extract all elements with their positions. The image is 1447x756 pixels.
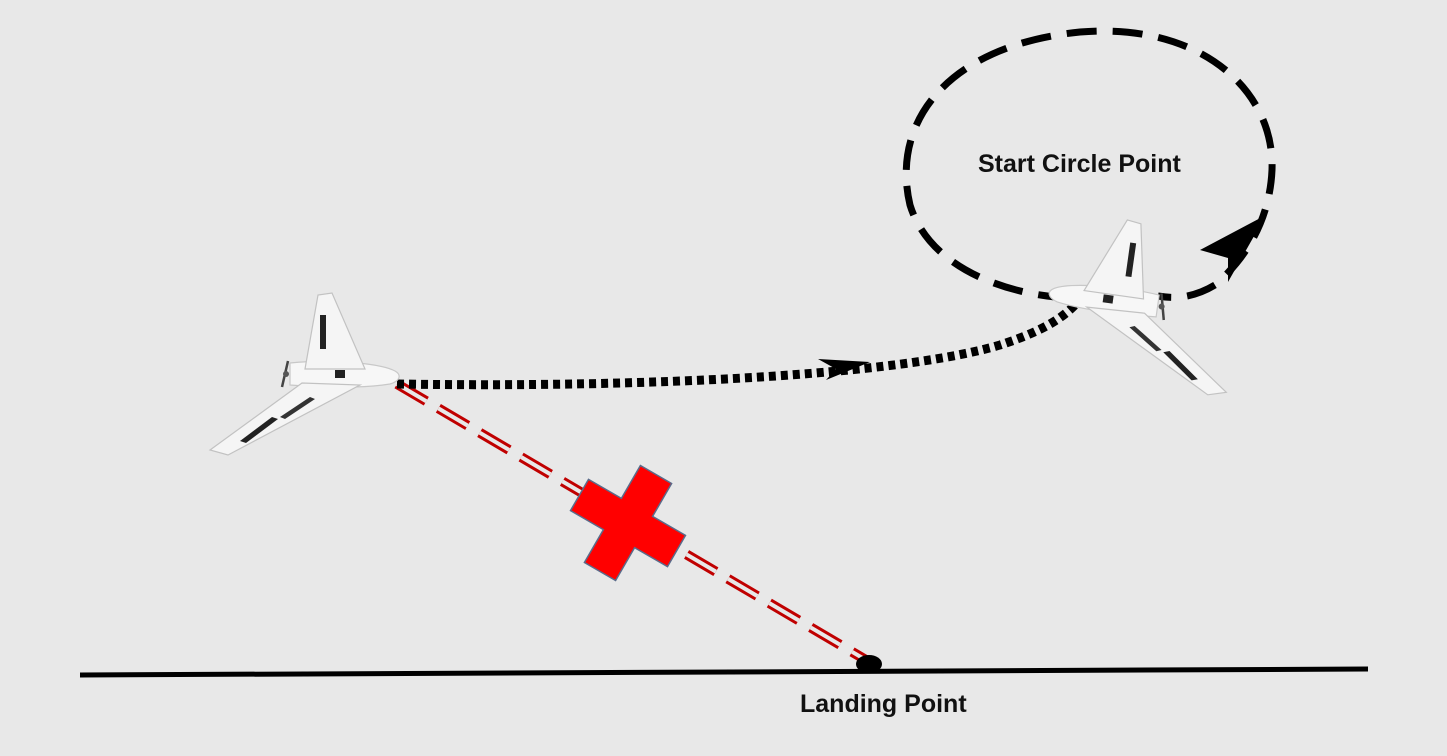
landing-point-marker-icon <box>856 655 882 673</box>
flight-path-dotted <box>396 301 1079 390</box>
flying-wing-drone-icon <box>208 291 401 457</box>
start-circle-arrowhead <box>1200 215 1266 282</box>
red-cross-icon <box>569 464 687 582</box>
ground-line <box>79 666 1369 678</box>
landing-point-label: Landing Point <box>800 690 967 718</box>
flying-wing-drone-icon <box>1037 209 1250 399</box>
start-circle-point-label: Start Circle Point <box>978 150 1181 178</box>
flight-path-arrowhead <box>818 359 870 380</box>
